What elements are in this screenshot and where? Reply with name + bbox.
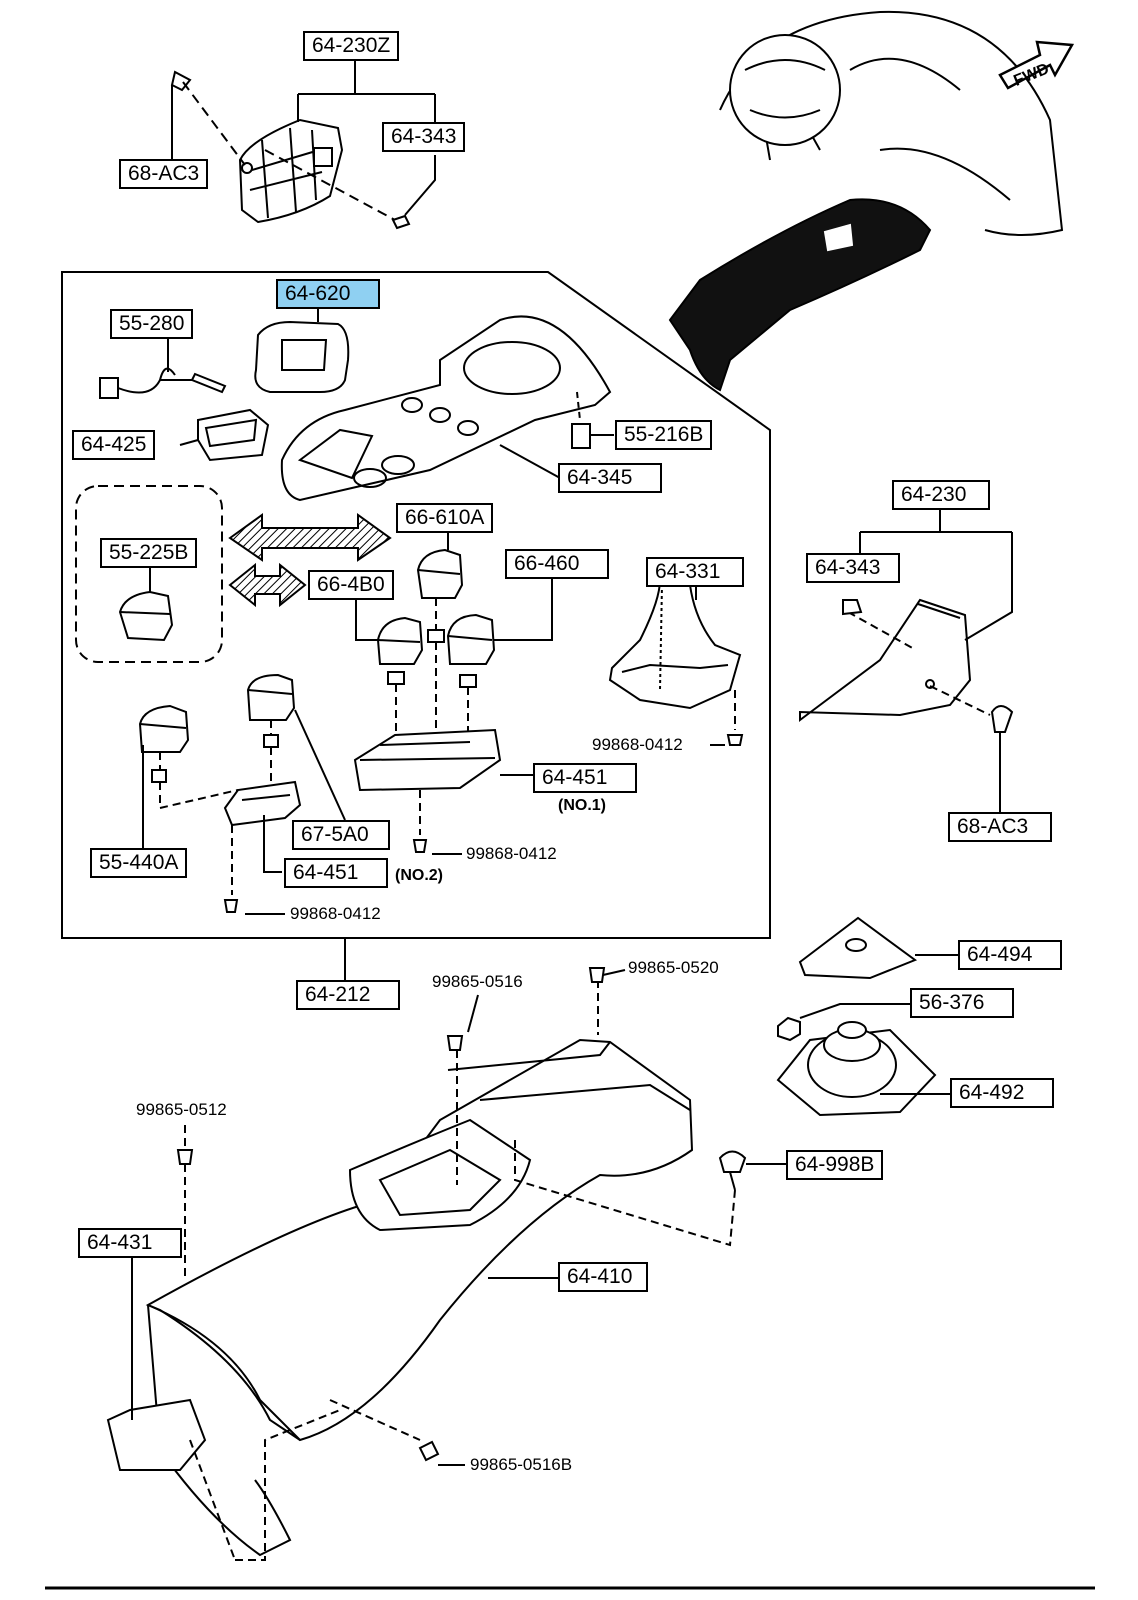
label-68-AC3-top[interactable]: 68-AC3 bbox=[119, 159, 209, 189]
label-68-AC3-right[interactable]: 68-AC3 bbox=[948, 812, 1052, 842]
clip-64-998B-drawing bbox=[718, 1150, 786, 1191]
label-64-451-no2[interactable]: 64-451 bbox=[284, 858, 388, 888]
switch-66-4B0-drawing bbox=[355, 598, 424, 760]
group-frame-64-212 bbox=[61, 271, 771, 939]
double-arrow-lower-icon bbox=[228, 562, 307, 608]
bracket-64-230Z-drawing bbox=[170, 70, 411, 230]
part-number-99865-0516B[interactable]: 99865-0516B bbox=[470, 1455, 573, 1474]
note-no1: (NO.1) bbox=[558, 797, 606, 814]
label-66-460[interactable]: 66-460 bbox=[505, 549, 609, 579]
label-64-343-right[interactable]: 64-343 bbox=[806, 553, 900, 583]
cover-64-230-drawing bbox=[799, 598, 1014, 816]
leader-64-230Z bbox=[297, 58, 436, 125]
nut-56-376-drawing bbox=[777, 1003, 910, 1042]
screw-99868-0412-drawing bbox=[223, 744, 725, 915]
part-number-99868-0412-c[interactable]: 99868-0412 bbox=[290, 904, 381, 923]
label-55-440A[interactable]: 55-440A bbox=[90, 848, 188, 878]
insulator-64-492-drawing bbox=[776, 1021, 950, 1117]
label-64-230[interactable]: 64-230 bbox=[892, 480, 990, 510]
label-55-216B[interactable]: 55-216B bbox=[615, 420, 713, 450]
switch-66-610A-drawing bbox=[416, 528, 464, 760]
pad-64-494-drawing bbox=[798, 916, 962, 980]
holder-64-425-drawing bbox=[179, 408, 270, 462]
label-64-494[interactable]: 64-494 bbox=[958, 940, 1062, 970]
screw-99865-0512-drawing bbox=[176, 1149, 194, 1165]
shift-boot-64-331-drawing bbox=[608, 568, 744, 746]
label-66-4B0[interactable]: 66-4B0 bbox=[308, 570, 394, 600]
clip-55-216B-drawing bbox=[571, 391, 614, 449]
label-64-345[interactable]: 64-345 bbox=[558, 463, 662, 493]
label-64-431[interactable]: 64-431 bbox=[78, 1228, 182, 1258]
screw-99865-0516B-drawing bbox=[418, 1440, 440, 1462]
group-outline-55-225B bbox=[75, 485, 223, 663]
label-64-343-top[interactable]: 64-343 bbox=[382, 122, 466, 152]
switch-66-460-drawing bbox=[446, 578, 553, 760]
label-64-451-no1[interactable]: 64-451 bbox=[533, 763, 637, 793]
dash-64-998B bbox=[514, 1140, 736, 1247]
label-64-410[interactable]: 64-410 bbox=[558, 1262, 648, 1292]
bracket-64-451-no2-drawing bbox=[223, 780, 302, 895]
label-64-230Z[interactable]: 64-230Z bbox=[303, 31, 400, 61]
screw-99865-0520-drawing bbox=[588, 967, 606, 983]
harness-55-280-drawing bbox=[99, 336, 227, 399]
part-number-99865-0512[interactable]: 99865-0512 bbox=[136, 1100, 227, 1119]
switch-67-5A0-drawing bbox=[246, 673, 346, 821]
label-64-425[interactable]: 64-425 bbox=[72, 430, 156, 460]
label-64-492[interactable]: 64-492 bbox=[950, 1078, 1054, 1108]
switch-55-440A-drawing bbox=[138, 704, 239, 848]
note-no2: (NO.2) bbox=[395, 867, 443, 884]
bezel-64-620-drawing bbox=[254, 305, 350, 393]
part-number-99865-0516[interactable]: 99865-0516 bbox=[432, 972, 523, 991]
label-67-5A0[interactable]: 67-5A0 bbox=[292, 820, 390, 850]
bracket-64-451-no1-drawing bbox=[353, 728, 535, 835]
part-number-99868-0412-b[interactable]: 99868-0412 bbox=[466, 844, 557, 863]
double-arrow-upper-icon bbox=[228, 513, 392, 562]
dashboard-drawing bbox=[668, 10, 1064, 392]
leader-64-230 bbox=[859, 505, 1013, 641]
label-66-610A[interactable]: 66-610A bbox=[396, 503, 494, 533]
part-number-99865-0520[interactable]: 99865-0520 bbox=[628, 958, 719, 977]
screw-99865-0516-drawing bbox=[446, 1035, 464, 1051]
label-55-280[interactable]: 55-280 bbox=[110, 309, 194, 339]
label-64-331[interactable]: 64-331 bbox=[646, 557, 744, 587]
label-64-212[interactable]: 64-212 bbox=[296, 980, 400, 1010]
console-panel-64-345-drawing bbox=[280, 315, 612, 502]
leader-64-343-top bbox=[404, 155, 436, 216]
fwd-arrow-icon bbox=[998, 40, 1075, 90]
label-64-998B[interactable]: 64-998B bbox=[786, 1150, 884, 1180]
label-64-620-highlighted[interactable]: 64-620 bbox=[276, 279, 380, 309]
label-56-376[interactable]: 56-376 bbox=[910, 988, 1014, 1018]
part-number-99868-0412-a[interactable]: 99868-0412 bbox=[592, 735, 683, 754]
label-55-225B[interactable]: 55-225B bbox=[100, 538, 198, 568]
switch-55-225B-drawing bbox=[118, 568, 174, 642]
